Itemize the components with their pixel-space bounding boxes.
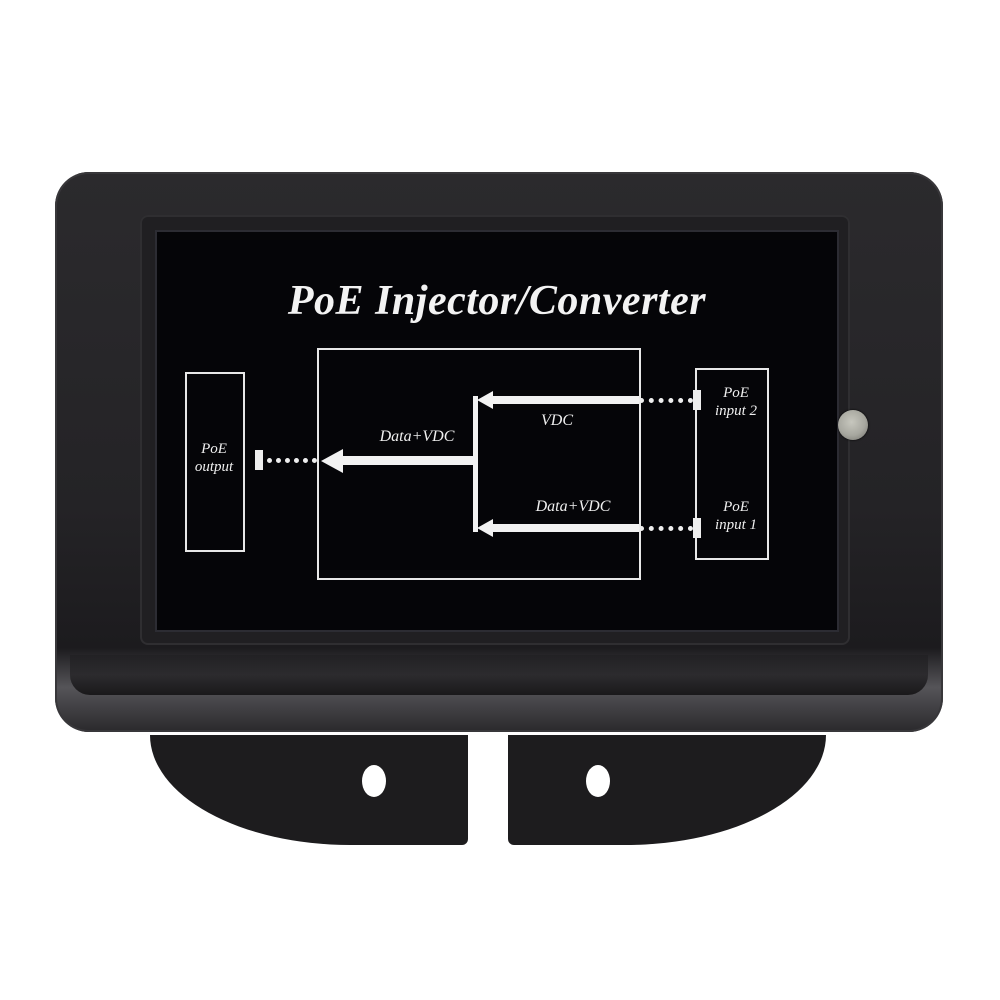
mounting-hole-icon: [362, 765, 386, 797]
poe-input-2-label: PoE input 2: [714, 385, 758, 419]
mounting-flap-left: [150, 735, 468, 845]
input1-connection-line: [639, 526, 693, 531]
input2-arrow-shaft: [491, 396, 639, 404]
output-connection-line: [267, 458, 317, 463]
device-label: PoE Injector/Converter PoE output Data+V…: [155, 230, 839, 632]
enclosure-base-lip: [70, 655, 928, 695]
arrow-left-icon: [477, 391, 493, 409]
input2-connection-line: [639, 398, 693, 403]
poe-input-1-label: PoE input 1: [714, 499, 758, 533]
poe-output-label: PoE output: [194, 441, 234, 475]
led-indicator-icon: [838, 410, 868, 440]
poe-output-block: [185, 372, 245, 552]
output-signal-label: Data+VDC: [379, 428, 455, 445]
arrow-left-icon: [477, 519, 493, 537]
output-arrow-shaft: [341, 456, 475, 465]
arrow-left-icon: [321, 449, 343, 473]
poe-output-port-icon: [255, 450, 263, 470]
mounting-flap-right: [508, 735, 826, 845]
device-title: PoE Injector/Converter: [287, 278, 707, 324]
input1-arrow-shaft: [491, 524, 639, 532]
converter-core-block: [317, 348, 641, 580]
poe-input-2-port-icon: [693, 390, 701, 410]
poe-input-1-port-icon: [693, 518, 701, 538]
internal-bus-line: [473, 396, 478, 532]
mounting-hole-icon: [586, 765, 610, 797]
poe-input-block: [695, 368, 769, 560]
input1-signal-label: Data+VDC: [535, 498, 611, 515]
input2-signal-label: VDC: [541, 412, 573, 429]
